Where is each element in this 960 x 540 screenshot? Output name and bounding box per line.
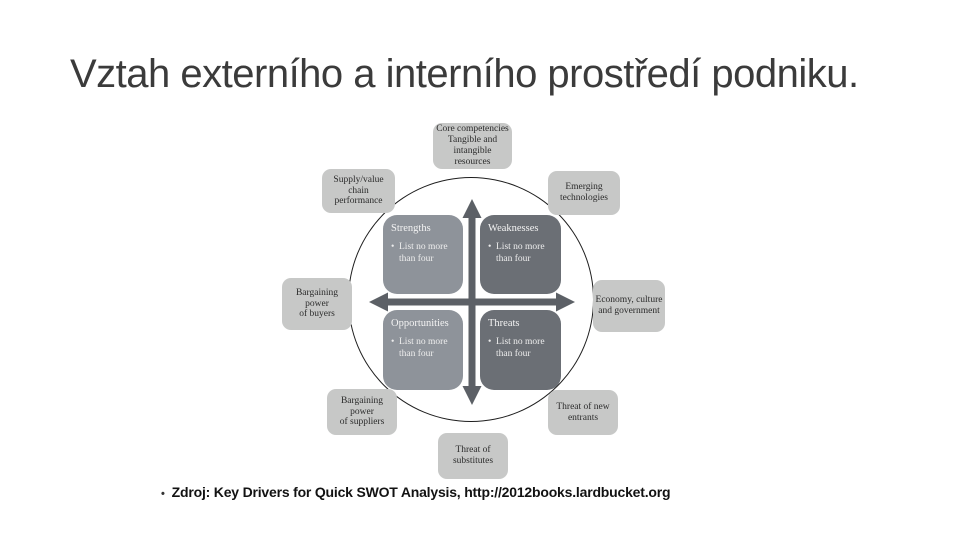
source-text: Zdroj: Key Drivers for Quick SWOT Analys… [171,484,671,500]
quadrant-opportunities: Opportunities • List no more than four [383,310,463,390]
outer-box-label: Bargaining power of suppliers [339,395,385,428]
quadrant-strengths: Strengths • List no more than four [383,215,463,294]
quadrant-item: List no more than four [399,242,448,265]
bullet-icon: • [488,242,492,252]
quadrant-title: Opportunities [391,318,449,329]
quadrant-title: Strengths [391,223,431,234]
outer-box-threat-of-substitutes: Threat of substitutes [438,433,508,479]
outer-box-label: Bargaining power of buyers [295,287,339,320]
outer-box-label: Threat of new entrants [556,401,610,423]
quadrant-title: Threats [488,318,520,329]
outer-box-supply-value-chain: Supply/value chain performance [322,169,395,213]
cross-arrows-icon [369,199,575,405]
outer-box-core-competencies: Core competencies Tangible and intangibl… [433,123,512,169]
quadrant-item: List no more than four [399,337,448,360]
outer-box-label: Emerging technologies [559,182,608,203]
outer-box-label: Core competencies Tangible and intangibl… [436,124,509,167]
quadrant-weaknesses: Weaknesses • List no more than four [480,215,561,294]
quadrant-item: List no more than four [496,242,545,265]
outer-box-label: Supply/value chain performance [333,174,384,207]
outer-box-label: Threat of substitutes [452,445,494,466]
outer-box-threat-of-new-entrants: Threat of new entrants [548,390,618,435]
outer-box-emerging-technologies: Emerging technologies [548,171,620,215]
source-citation: • Zdroj: Key Drivers for Quick SWOT Anal… [161,484,671,500]
bullet-icon: • [391,242,395,252]
bullet-icon: • [488,337,492,347]
bullet-icon: • [161,488,165,500]
quadrant-item: List no more than four [496,337,545,360]
outer-box-economy-culture-government: Economy, culture and government [593,280,665,332]
outer-box-bargaining-power-of-suppliers: Bargaining power of suppliers [327,389,397,435]
swot-diagram: Core competencies Tangible and intangibl… [265,115,685,485]
quadrant-title: Weaknesses [488,223,539,234]
outer-box-label: Economy, culture and government [595,295,663,316]
slide-title: Vztah externího a interního prostředí po… [70,52,859,96]
outer-box-bargaining-power-of-buyers: Bargaining power of buyers [282,278,352,330]
bullet-icon: • [391,337,395,347]
quadrant-threats: Threats • List no more than four [480,310,561,390]
